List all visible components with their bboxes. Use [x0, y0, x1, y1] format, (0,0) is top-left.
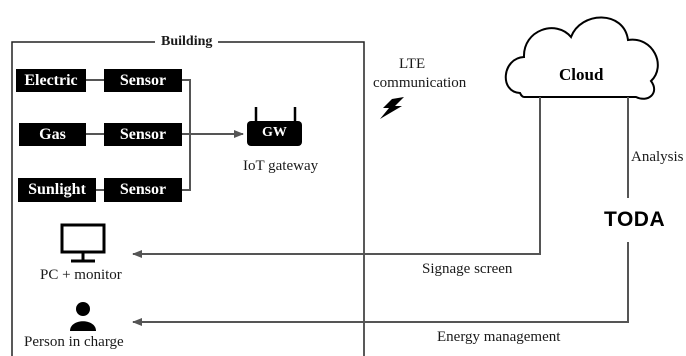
pc-label: PC + monitor	[40, 267, 122, 283]
lte-label-line2: communication	[373, 75, 467, 91]
cloud-label: Cloud	[559, 65, 604, 84]
sensor-gas: Sensor	[104, 123, 182, 146]
lightning-icon	[380, 97, 404, 119]
lte-label-line1: LTE	[399, 56, 426, 72]
gateway-label: IoT gateway	[243, 158, 319, 174]
source-sunlight: Sunlight	[18, 178, 96, 202]
source-gas: Gas	[19, 123, 86, 146]
building-title: Building	[161, 34, 213, 49]
link-signage	[132, 97, 541, 258]
monitor-icon	[60, 223, 106, 263]
signage-label: Signage screen	[422, 261, 513, 277]
person-icon	[70, 302, 96, 331]
energy-label: Energy management	[437, 329, 561, 345]
source-electric: Electric	[16, 69, 86, 92]
sensor-sunlight: Sensor	[104, 178, 182, 202]
cloud-shape	[504, 16, 659, 100]
sensor-electric: Sensor	[104, 69, 182, 92]
person-label: Person in charge	[24, 334, 124, 350]
toda-label: TODA	[604, 208, 666, 231]
analysis-label: Analysis	[631, 149, 684, 165]
gateway-badge: GW	[262, 125, 287, 140]
building-frame	[11, 41, 365, 356]
link-energy	[132, 242, 629, 326]
toda-box: TODA	[564, 198, 684, 242]
gateway-device	[247, 107, 302, 146]
